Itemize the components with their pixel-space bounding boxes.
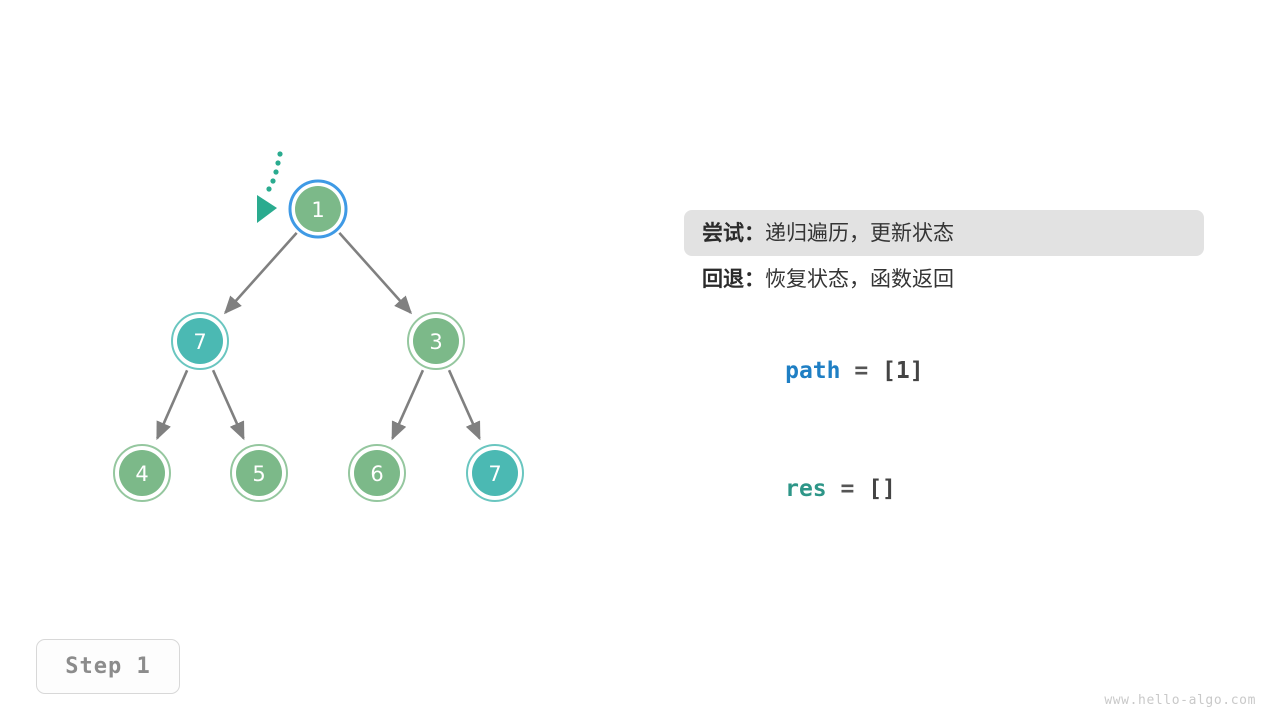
cursor-arrow-icon bbox=[257, 195, 277, 223]
path-variable-name: path bbox=[785, 358, 841, 384]
cursor-trail-dot bbox=[266, 186, 272, 192]
tree-node-circle bbox=[354, 450, 400, 496]
tree-edge bbox=[338, 231, 413, 315]
tree-node-ring bbox=[466, 444, 524, 502]
tree-node-circle bbox=[236, 450, 282, 496]
tree-node-circle bbox=[413, 318, 459, 364]
watermark-text: www.hello-algo.com bbox=[1104, 693, 1256, 708]
tree-node-circle bbox=[177, 318, 223, 364]
tree-edge bbox=[391, 369, 425, 441]
cursor-trail-dot bbox=[277, 151, 283, 157]
tree-node: 7 bbox=[466, 444, 524, 502]
cursor-trail-dot bbox=[275, 160, 281, 166]
tree-node: 1 bbox=[288, 179, 348, 239]
res-equals-sign: = bbox=[826, 476, 869, 502]
tree-node-ring bbox=[171, 312, 229, 370]
backtrack-step-keyword: 回退： bbox=[702, 267, 765, 291]
tree-edges bbox=[156, 231, 481, 441]
tree-node-ring bbox=[230, 444, 288, 502]
tree-node-circle bbox=[295, 186, 341, 232]
tree-node-ring bbox=[113, 444, 171, 502]
cursor-trail-dot bbox=[270, 178, 276, 184]
binary-tree-diagram: 1 7 3 4 5 6 7 bbox=[113, 151, 524, 502]
tree-edge bbox=[223, 231, 298, 315]
tree-node: 4 bbox=[113, 444, 171, 502]
tree-node-ring bbox=[288, 179, 348, 239]
tree-edge bbox=[447, 369, 481, 441]
path-equals-sign: = bbox=[840, 358, 883, 384]
res-variable-name: res bbox=[785, 476, 827, 502]
try-step-keyword: 尝试： bbox=[702, 221, 765, 245]
backtrack-step-line: 回退：恢复状态，函数返回 bbox=[684, 256, 1204, 302]
try-step-line: 尝试：递归遍历，更新状态 bbox=[684, 210, 1204, 256]
tree-node-ring bbox=[407, 312, 465, 370]
tree-node: 7 bbox=[171, 312, 229, 370]
path-variable-line: path = [1] bbox=[702, 332, 924, 410]
tree-node-ring bbox=[348, 444, 406, 502]
res-variable-value: [] bbox=[868, 476, 896, 502]
tree-node-circle bbox=[119, 450, 165, 496]
res-variable-line: res = [] bbox=[702, 450, 896, 528]
tree-node: 6 bbox=[348, 444, 406, 502]
tree-edge bbox=[156, 369, 189, 441]
tree-edge bbox=[211, 369, 245, 441]
try-step-text: 递归遍历，更新状态 bbox=[765, 221, 954, 245]
path-variable-value: [1] bbox=[882, 358, 924, 384]
cursor-trail-dot bbox=[273, 169, 279, 175]
tree-node: 5 bbox=[230, 444, 288, 502]
tree-nodes: 1 7 3 4 5 6 7 bbox=[113, 179, 524, 502]
explanation-panel: 尝试：递归遍历，更新状态 回退：恢复状态，函数返回 path = [1] res… bbox=[684, 210, 1204, 502]
recursion-cursor bbox=[257, 151, 283, 223]
watermark: www.hello-algo.com bbox=[1104, 693, 1256, 708]
step-badge: Step 1 bbox=[36, 639, 180, 694]
tree-node: 3 bbox=[407, 312, 465, 370]
step-badge-label: Step 1 bbox=[65, 654, 151, 679]
tree-node-circle bbox=[472, 450, 518, 496]
backtrack-step-text: 恢复状态，函数返回 bbox=[765, 267, 954, 291]
